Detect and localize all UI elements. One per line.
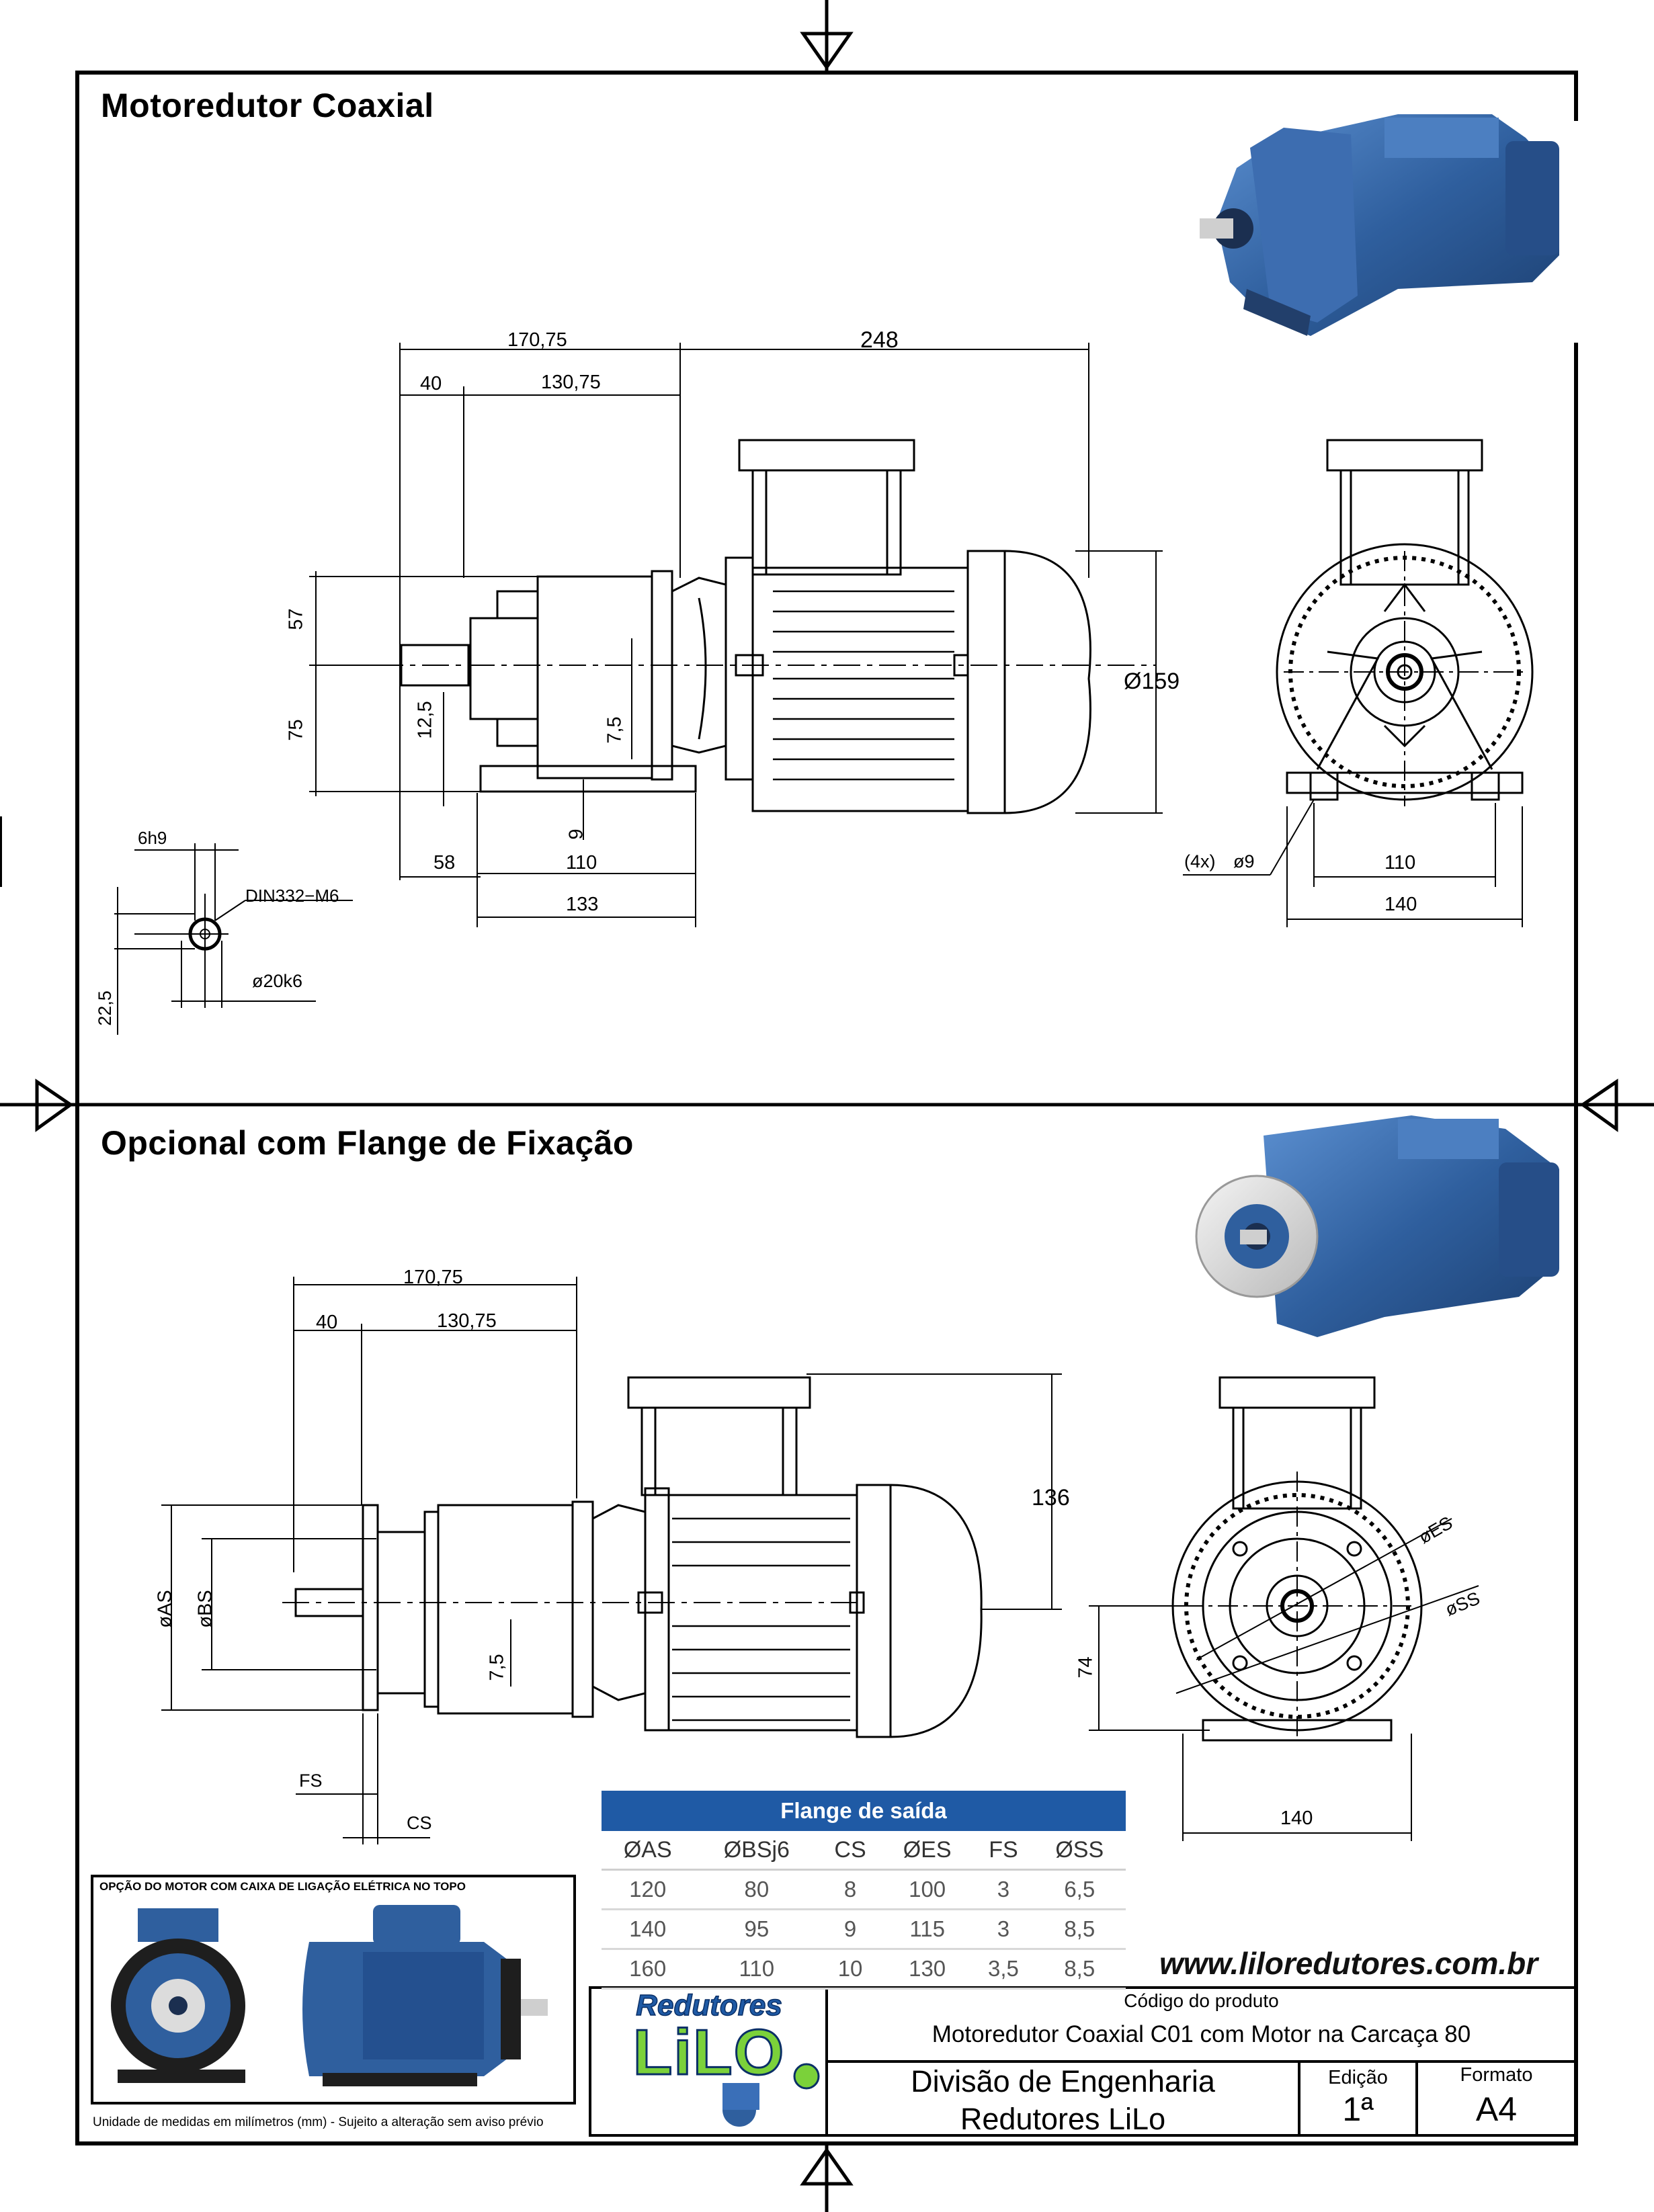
table-header: ØSS bbox=[1033, 1831, 1126, 1871]
motor-option-box bbox=[91, 1875, 576, 2104]
edition-value: 1ª bbox=[1342, 2090, 1374, 2128]
table-cell: 95 bbox=[694, 1909, 820, 1950]
dim-label: 136 bbox=[1032, 1485, 1070, 1511]
dim-label: 130,75 bbox=[437, 1310, 497, 1332]
dim-label: Ø159 bbox=[1124, 669, 1180, 694]
dim-label: 58 bbox=[433, 852, 456, 874]
bottom-side-dims bbox=[161, 1277, 1062, 1844]
table-cell: 140 bbox=[602, 1909, 694, 1950]
dim-label: 133 bbox=[566, 894, 599, 915]
dim-label: 7,5 bbox=[604, 716, 626, 744]
dim-label: 57 bbox=[285, 608, 307, 630]
division-line-2: Redutores LiLo bbox=[960, 2102, 1166, 2136]
edition-label: Edição bbox=[1328, 2067, 1388, 2088]
dim-label: 170,75 bbox=[507, 329, 567, 351]
table-cell: 80 bbox=[694, 1869, 820, 1910]
bottom-front-view bbox=[1171, 1376, 1423, 1742]
table-header: ØBSj6 bbox=[694, 1831, 820, 1871]
format-label: Formato bbox=[1460, 2064, 1533, 2086]
table-header: ØES bbox=[880, 1831, 974, 1871]
dim-label: 12,5 bbox=[414, 701, 436, 739]
dim-label: 248 bbox=[860, 327, 899, 353]
dim-label: 7,5 bbox=[486, 1654, 508, 1681]
option-front-motor-icon bbox=[111, 1908, 245, 2083]
top-side-view bbox=[376, 439, 1156, 814]
dim-label: 75 bbox=[285, 719, 307, 741]
dim-label: ø9 bbox=[1233, 851, 1255, 871]
table-cell: 115 bbox=[880, 1909, 974, 1950]
product-name: Motoredutor Coaxial C01 com Motor na Car… bbox=[932, 2021, 1471, 2047]
table-row: 160 110 10 130 3,5 8,5 bbox=[602, 1949, 1126, 1990]
table-cell: 10 bbox=[819, 1949, 881, 1990]
table-cell: 8,5 bbox=[1033, 1909, 1126, 1950]
table-cell: 6,5 bbox=[1033, 1869, 1126, 1910]
bottom-motor-render bbox=[1195, 1115, 1559, 1337]
table-cell: 9 bbox=[819, 1909, 881, 1950]
title-block bbox=[589, 1986, 1577, 2137]
top-motor-render bbox=[1200, 114, 1579, 343]
dim-label: DIN332−M6 bbox=[245, 886, 339, 906]
dim-label: 40 bbox=[316, 1312, 338, 1333]
table-cell: 110 bbox=[694, 1949, 820, 1990]
dim-label: 6h9 bbox=[138, 828, 167, 848]
option-side-motor-icon bbox=[302, 1905, 548, 2086]
dim-label: øBS bbox=[194, 1590, 216, 1628]
dim-label: ø20k6 bbox=[252, 971, 303, 991]
dim-label: 110 bbox=[566, 852, 597, 874]
units-footnote: Unidade de medidas em milímetros (mm) - … bbox=[93, 2115, 544, 2129]
table-cell: 8,5 bbox=[1033, 1949, 1126, 1990]
dim-label: 130,75 bbox=[541, 372, 601, 393]
table-cell: 3,5 bbox=[973, 1949, 1034, 1990]
flange-table-caption: Flange de saída bbox=[602, 1791, 1126, 1831]
option-box-title: OPÇÃO DO MOTOR COM CAIXA DE LIGAÇÃO ELÉT… bbox=[99, 1880, 466, 1893]
dim-label: 140 bbox=[1280, 1807, 1313, 1829]
dim-label: 140 bbox=[1384, 894, 1417, 915]
dim-label: 22,5 bbox=[94, 990, 115, 1026]
product-code-label: Código do produto bbox=[1124, 1990, 1279, 2011]
logo-lilo: LiLO bbox=[632, 2016, 786, 2090]
table-cell: 3 bbox=[973, 1909, 1034, 1950]
dim-label: 74 bbox=[1075, 1656, 1097, 1678]
dim-label: (4x) bbox=[1184, 851, 1216, 871]
dim-label: 110 bbox=[1384, 852, 1416, 874]
shaft-end-detail bbox=[114, 843, 353, 1035]
table-cell: 120 bbox=[602, 1869, 694, 1910]
table-cell: 8 bbox=[819, 1869, 881, 1910]
table-cell: 3 bbox=[973, 1869, 1034, 1910]
table-row: 140 95 9 115 3 8,5 bbox=[602, 1909, 1126, 1950]
division-line-1: Divisão de Engenharia bbox=[911, 2064, 1215, 2098]
format-value: A4 bbox=[1475, 2090, 1518, 2128]
dim-label: 170,75 bbox=[403, 1267, 463, 1288]
dim-label: 40 bbox=[420, 373, 442, 394]
lilo-logo-gear-icon bbox=[722, 2063, 820, 2127]
table-row: 120 80 8 100 3 6,5 bbox=[602, 1869, 1126, 1910]
top-front-dims bbox=[1183, 799, 1523, 927]
top-dimension-lines bbox=[309, 343, 1163, 927]
top-front-view bbox=[1276, 439, 1534, 806]
table-header: CS bbox=[819, 1831, 881, 1871]
dim-label: CS bbox=[407, 1813, 432, 1833]
flange-table: Flange de saída ØAS ØBSj6 CS ØES FS ØSS … bbox=[602, 1791, 1126, 1990]
table-header: FS bbox=[973, 1831, 1034, 1871]
section-title-top: Motoredutor Coaxial bbox=[101, 87, 434, 124]
table-cell: 160 bbox=[602, 1949, 694, 1990]
table-header: ØAS bbox=[602, 1831, 694, 1871]
dim-label: øAS bbox=[154, 1590, 176, 1628]
logo-redutores: Redutores bbox=[635, 1988, 782, 2023]
bottom-side-view bbox=[282, 1376, 983, 1738]
table-cell: 100 bbox=[880, 1869, 974, 1910]
section-title-bottom: Opcional com Flange de Fixação bbox=[101, 1124, 634, 1162]
bottom-front-dims bbox=[1089, 1518, 1479, 1841]
dim-label: 9 bbox=[565, 828, 587, 840]
website-link[interactable]: www.liloredutores.com.br bbox=[1159, 1946, 1538, 1981]
dim-label: FS bbox=[299, 1771, 323, 1791]
table-cell: 130 bbox=[880, 1949, 974, 1990]
